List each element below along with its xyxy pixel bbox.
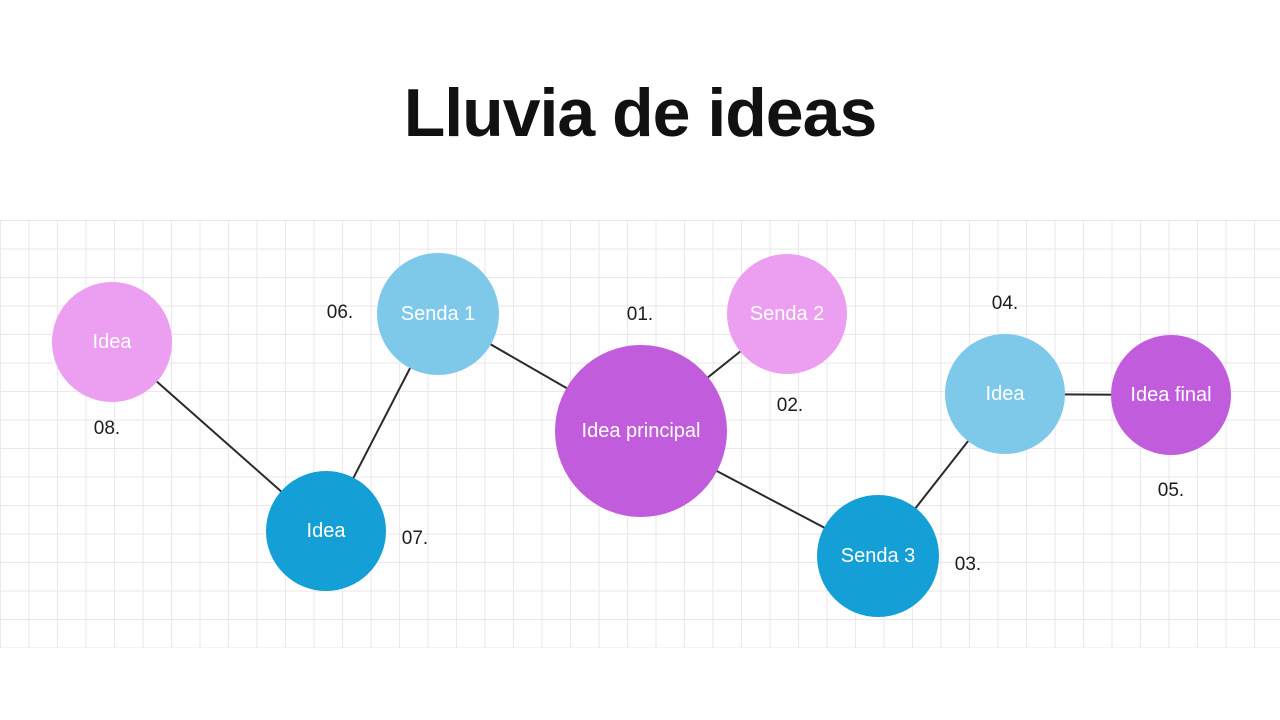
step-label-01: 01. [626, 304, 654, 325]
node-idea-8: Idea [52, 282, 172, 402]
step-label-06: 06. [326, 302, 354, 323]
step-label-03: 03. [954, 554, 982, 575]
node-idea-4: Idea [945, 334, 1065, 454]
node-idea-7: Idea [266, 471, 386, 591]
node-senda-3: Senda 3 [817, 495, 939, 617]
step-label-02: 02. [776, 395, 804, 416]
page-title: Lluvia de ideas [403, 75, 878, 151]
node-idea-principal: Idea principal [555, 345, 727, 517]
step-label-07: 07. [401, 528, 429, 549]
step-label-08: 08. [93, 418, 121, 439]
node-senda-2: Senda 2 [727, 254, 847, 374]
node-senda-1: Senda 1 [377, 253, 499, 375]
step-label-04: 04. [991, 293, 1019, 314]
step-label-05: 05. [1157, 480, 1185, 501]
node-idea-final: Idea final [1111, 335, 1231, 455]
